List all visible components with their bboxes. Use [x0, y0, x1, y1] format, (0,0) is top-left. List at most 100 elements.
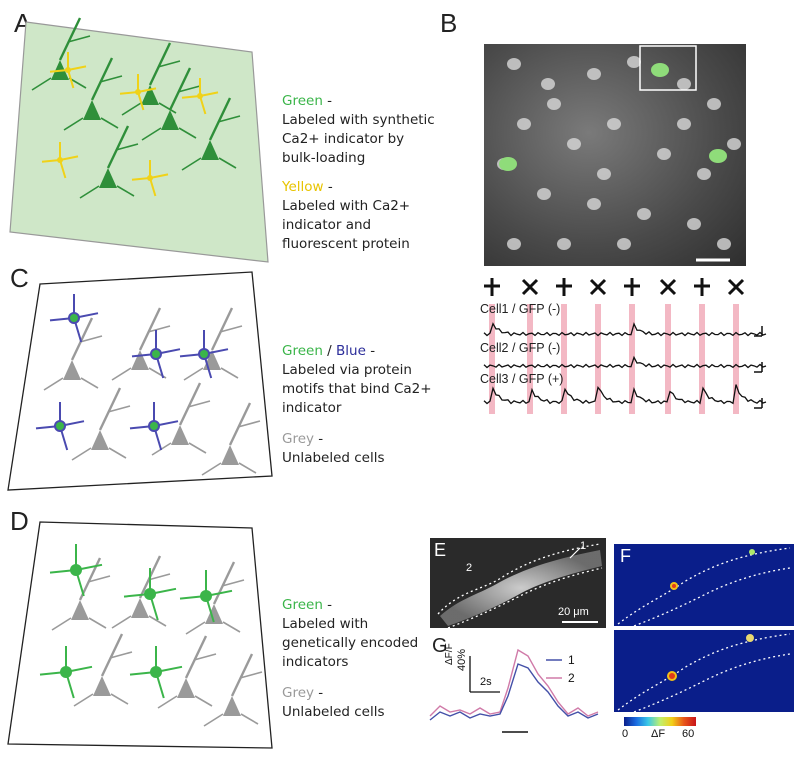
- neuron-yellow-3: [41, 142, 79, 179]
- panel-g-legend-2: 2: [568, 671, 575, 685]
- panel-a-diagram: [9, 17, 269, 263]
- panel-a-legend-yellow: Yellow - Labeled with Ca2+ indicator and…: [282, 179, 411, 252]
- colorbar-mid: ΔF: [651, 728, 666, 740]
- panel-g-plot: [429, 648, 599, 733]
- scale-bar-label: 20 μm: [558, 606, 589, 618]
- stimulus-6: [699, 304, 705, 414]
- cell-2: [587, 68, 601, 80]
- panel-c-legend-grey: Grey - Unlabeled cells: [282, 431, 385, 466]
- cell-23: [677, 118, 691, 130]
- cell-12: [587, 198, 601, 210]
- scale-bar-trace-0: [754, 326, 763, 337]
- panel-a-legend: Green - Labeled with synthetic Ca2+ indi…: [282, 92, 472, 264]
- panel-d-neurons: [39, 544, 263, 727]
- panel-e-image: E 1 2 20 μm: [430, 538, 606, 628]
- gfp-cell-0: [499, 157, 517, 171]
- neuron-green-2: [141, 67, 201, 141]
- panel-f-map-2: [614, 630, 794, 712]
- panel-b-micrograph: [484, 44, 746, 266]
- panel-c-legend-green-blue: Green / Blue - Labeled via protein motif…: [282, 343, 432, 416]
- neuron-grey-d-3: [73, 633, 133, 707]
- panel-f-label: F: [620, 546, 631, 566]
- neuron-green-d-4: [129, 646, 183, 699]
- cell-15: [507, 238, 521, 250]
- gfp-cell-2: [651, 63, 669, 77]
- stimulus-3: [595, 304, 601, 414]
- scale-bar-trace-1: [754, 362, 763, 373]
- cell-9: [657, 148, 671, 160]
- cell-16: [557, 238, 571, 250]
- trace-label-cell2: Cell2 / GFP (-): [480, 341, 561, 355]
- grating-icon-3: [589, 278, 607, 296]
- trace-label-cell1: Cell1 / GFP (-): [480, 302, 561, 316]
- cell-1: [541, 78, 555, 90]
- trace-cell1: [483, 322, 767, 337]
- panel-b-traces: [483, 278, 767, 414]
- neuron-blue-0: [49, 294, 99, 343]
- neuron-grey-3: [71, 387, 131, 461]
- neuron-green-d-3: [39, 646, 93, 699]
- panel-g-ylabel: ΔF/F: [444, 643, 455, 665]
- panel-d-label: D: [10, 506, 29, 536]
- panel-g-legend-1: 1: [568, 653, 575, 667]
- scale-bar-trace-2: [754, 398, 763, 409]
- grating-icon-7: [727, 278, 745, 296]
- neuron-green-0: [63, 57, 123, 131]
- stimulus-1: [527, 304, 533, 414]
- neuron-yellow-0: [49, 52, 87, 89]
- panel-g-yscale: 40%: [456, 648, 468, 671]
- neuron-yellow-1: [119, 74, 157, 111]
- cell-21: [547, 98, 561, 110]
- trace-cell2: [483, 355, 767, 369]
- roi-2-label: 2: [466, 562, 473, 574]
- cell-8: [607, 118, 621, 130]
- grating-icon-1: [521, 278, 539, 296]
- neuron-grey-0: [43, 317, 103, 391]
- cell-18: [717, 238, 731, 250]
- cell-22: [597, 168, 611, 180]
- panel-a-neurons: [31, 17, 241, 199]
- panel-b-label: B: [440, 8, 458, 38]
- neuron-grey-d-4: [157, 635, 217, 709]
- neuron-green-1: [79, 125, 139, 199]
- neuron-green-d-2: [179, 570, 233, 623]
- colorbar: [624, 717, 696, 726]
- panel-g-label: G: [432, 635, 448, 657]
- neuron-green-d-1: [123, 568, 177, 621]
- panel-a-legend-green: Green - Labeled with synthetic Ca2+ indi…: [282, 93, 435, 166]
- stimulus-4: [629, 304, 635, 414]
- trace-cell3: [483, 384, 767, 405]
- panel-e-label: E: [434, 540, 447, 560]
- colorbar-min: 0: [622, 728, 629, 740]
- stimulus-5: [665, 304, 671, 414]
- panel-d-diagram: [7, 521, 273, 749]
- cell-5: [707, 98, 721, 110]
- neuron-green-d-0: [49, 544, 103, 597]
- grating-icon-4: [624, 278, 640, 296]
- micrograph-cells: [497, 45, 741, 262]
- panel-g-xscale: 2s: [480, 676, 492, 688]
- panel-c-legend: Green / Blue - Labeled via protein motif…: [282, 342, 482, 478]
- stimulus-7: [733, 304, 739, 414]
- panel-d-legend: Green - Labeled with genetically encoded…: [282, 596, 482, 732]
- cell-0: [507, 58, 521, 70]
- panel-d-legend-green: Green - Labeled with genetically encoded…: [282, 597, 419, 670]
- cell-17: [617, 238, 631, 250]
- neuron-grey-d-2: [185, 561, 245, 635]
- panel-f-map-1: F: [614, 544, 794, 626]
- colorbar-max: 60: [682, 728, 695, 740]
- cell-14: [687, 218, 701, 230]
- gfp-cell-1: [709, 149, 727, 163]
- stimulus-2: [561, 304, 567, 414]
- cell-20: [727, 138, 741, 150]
- panel-c-diagram: [7, 271, 273, 491]
- neuron-yellow-4: [131, 160, 169, 197]
- cell-10: [697, 168, 711, 180]
- neuron-grey-5: [201, 402, 261, 476]
- cell-13: [637, 208, 651, 220]
- grating-icon-2: [556, 278, 572, 296]
- neuron-yellow-2: [181, 78, 219, 115]
- cell-3: [627, 56, 641, 68]
- cell-11: [537, 188, 551, 200]
- zoom-box: [639, 45, 697, 91]
